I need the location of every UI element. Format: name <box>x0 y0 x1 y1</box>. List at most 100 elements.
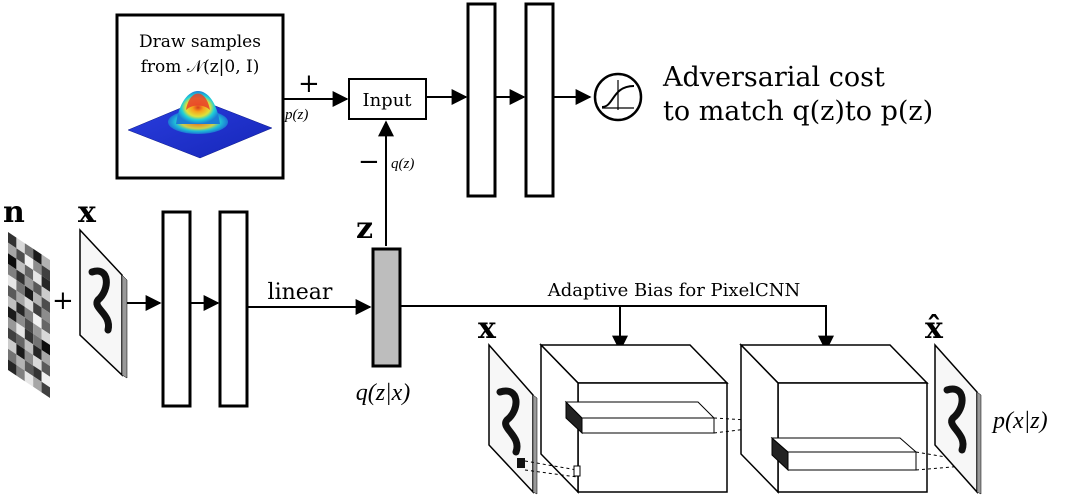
n-label: n <box>3 195 25 230</box>
noise-cell <box>16 311 25 329</box>
noise-cell <box>41 254 50 271</box>
noise-cell <box>8 274 17 291</box>
noise-cell <box>33 376 42 393</box>
latent-code-z <box>371 247 402 368</box>
noise-cell <box>24 349 34 366</box>
discriminator-layer-2 <box>524 2 555 198</box>
linear-label: linear <box>268 280 333 305</box>
noise-cell <box>16 280 25 297</box>
pixelcnn-dash-4 <box>915 465 965 471</box>
qz-label: q(z) <box>391 156 414 172</box>
sample-label-line2: from 𝒩(z|0, I) <box>141 57 260 77</box>
noise-cell <box>33 291 42 308</box>
noise-cell <box>24 338 34 355</box>
pixelcnn-dash-3 <box>915 451 965 461</box>
gaussian-surface-plot <box>127 91 273 159</box>
noise-cell <box>8 327 17 344</box>
pixelcnn-layer-2 <box>739 343 929 494</box>
noise-cell <box>33 354 42 372</box>
noise-cell <box>41 349 50 367</box>
noise-cell <box>24 317 34 334</box>
output-digit-image <box>934 343 982 495</box>
noise-cell <box>24 370 34 387</box>
x-hat-label: x̂ <box>925 311 944 346</box>
z-label: z <box>356 211 373 246</box>
noise-image <box>8 232 50 398</box>
adversarial-cost-line1: Adversarial cost <box>662 62 885 93</box>
noise-cell <box>16 364 25 382</box>
noise-cell <box>16 237 25 254</box>
adaptive-bias-label: Adaptive Bias for PixelCNN <box>547 280 801 301</box>
noise-cell <box>41 265 50 282</box>
noise-cell <box>33 333 42 350</box>
noise-cell <box>41 318 50 335</box>
adaptive-bias-arrow-2 <box>400 305 834 352</box>
adversarial-cost-line2: to match q(z)to p(z) <box>663 96 933 127</box>
noise-cell <box>41 307 50 324</box>
encoder-layer-2 <box>218 210 249 408</box>
noise-cell <box>41 286 50 303</box>
noise-cell <box>24 275 34 292</box>
sample-label-line1: Draw samples <box>139 32 261 52</box>
noise-cell <box>8 316 17 334</box>
noise-cell <box>16 333 25 350</box>
noise-cell <box>8 359 17 376</box>
noise-cell <box>8 263 17 281</box>
noise-cell <box>8 338 17 355</box>
pixelcnn-input-digit-image <box>488 343 538 495</box>
noise-cell <box>16 354 25 371</box>
noise-cell <box>16 301 25 318</box>
pz-label: p(z) <box>284 107 308 123</box>
noise-cell <box>33 280 42 297</box>
noise-cell <box>41 339 50 356</box>
noise-cell <box>8 232 17 249</box>
qzx-label: q(z|x) <box>356 380 411 406</box>
noise-cell <box>33 323 42 340</box>
noise-cell <box>16 322 25 339</box>
plus-sign-input: + <box>52 286 74 316</box>
noise-cell <box>41 328 50 345</box>
input-digit-image <box>79 228 128 379</box>
noise-cell <box>16 248 25 265</box>
noise-cell <box>41 381 50 398</box>
prior-sample-box: Draw samples from 𝒩(z|0, I) <box>115 13 285 180</box>
noise-cell <box>24 296 34 313</box>
noise-cell <box>41 360 50 377</box>
pixelcnn-dash-2 <box>713 426 765 434</box>
noise-cell <box>16 343 25 360</box>
noise-cell <box>24 264 34 281</box>
input-label: Input <box>362 90 412 111</box>
noise-cell <box>41 296 50 314</box>
noise-cell <box>8 295 17 312</box>
pixelcnn-layer-1 <box>524 343 729 494</box>
pixelcnn-dash-1 <box>713 417 765 422</box>
noise-cell <box>8 285 17 302</box>
noise-cell <box>33 248 42 266</box>
noise-cell <box>33 344 42 361</box>
encoder-layer-1 <box>161 210 192 408</box>
pxz-label: p(x|z) <box>991 408 1048 434</box>
noise-cell <box>24 306 34 324</box>
noise-cell <box>24 243 34 260</box>
noise-cell <box>41 371 50 388</box>
noise-cell <box>41 275 50 292</box>
noise-cell <box>24 359 34 377</box>
noise-cell <box>33 301 42 319</box>
discriminator-input-box: Input <box>348 78 427 120</box>
noise-cell <box>33 270 42 287</box>
noise-cell <box>33 312 42 329</box>
noise-cell <box>8 242 17 259</box>
noise-cell <box>24 253 34 271</box>
minus-sign-posterior: − <box>358 147 380 177</box>
x-input-label: x <box>78 195 97 230</box>
noise-cell <box>8 306 17 323</box>
discriminator-layer-1 <box>466 2 497 198</box>
x-pixelcnn-label: x <box>478 311 497 346</box>
noise-cell <box>33 259 42 276</box>
plus-sign-prior: + <box>298 69 320 99</box>
noise-cell <box>24 285 34 302</box>
noise-cell <box>8 348 17 365</box>
noise-cell <box>8 253 17 270</box>
noise-cell <box>24 328 34 345</box>
